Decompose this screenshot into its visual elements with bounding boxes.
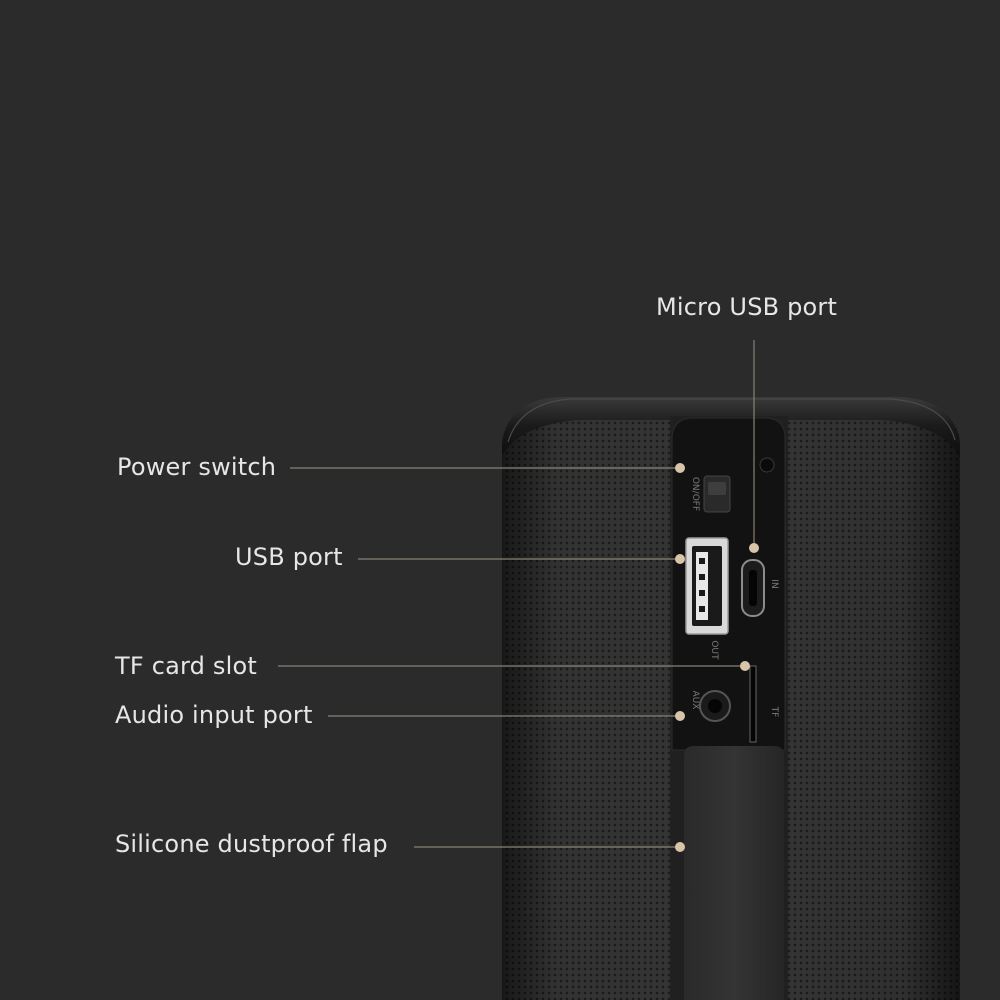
silicone-flap [684, 746, 784, 1000]
label-usb-port: USB port [235, 543, 343, 571]
label-silicone-dustproof-flap: Silicone dustproof flap [115, 830, 388, 858]
dot-audio-input [675, 711, 685, 721]
dot-tf-card [740, 661, 750, 671]
power-switch-marking: ON/OFF [690, 477, 700, 511]
usb-port-marking: OUT [709, 640, 719, 660]
dot-silicone-flap [675, 842, 685, 852]
micro-usb-port-marking: IN [769, 579, 779, 588]
power-switch: ON/OFF [690, 475, 731, 513]
dot-usb-port [675, 554, 685, 564]
dot-micro-usb [749, 543, 759, 553]
label-tf-card-slot: TF card slot [115, 652, 257, 680]
micro-usb-port: IN [741, 559, 779, 617]
audio-input-jack: AUX [690, 690, 731, 722]
label-audio-input-port: Audio input port [115, 701, 313, 729]
tf-marking: TF [769, 706, 779, 718]
speaker-top-cap [502, 397, 960, 456]
tf-card-slot: TF [749, 665, 779, 743]
label-micro-usb-port: Micro USB port [656, 293, 838, 321]
aux-marking: AUX [690, 691, 700, 710]
leader-lines [278, 340, 755, 848]
usb-port: OUT [685, 537, 729, 660]
reset-hole [759, 457, 775, 473]
dot-power-switch [675, 463, 685, 473]
label-power-switch: Power switch [117, 453, 277, 481]
leader-dots [675, 463, 759, 852]
